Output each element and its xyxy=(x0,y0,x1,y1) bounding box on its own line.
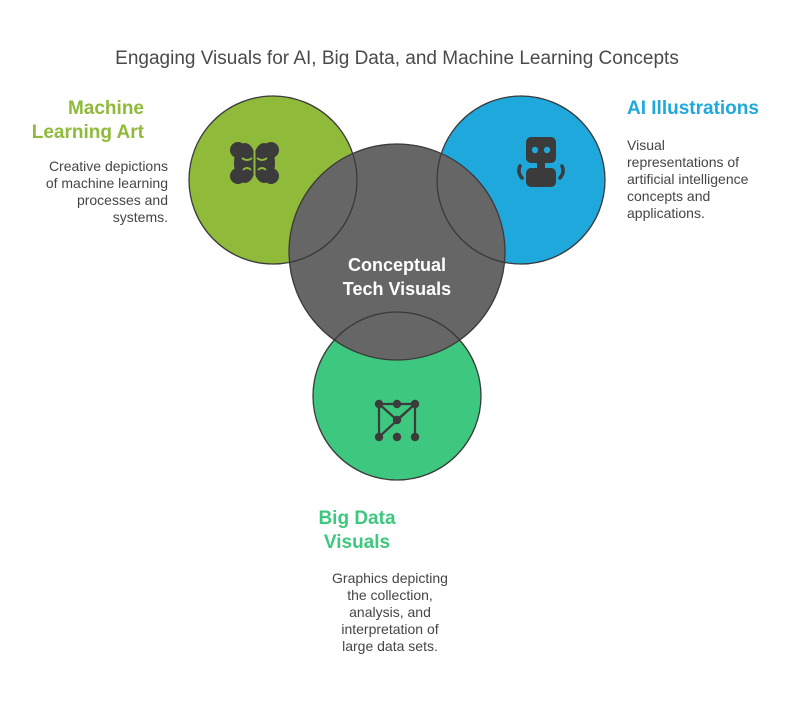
brain-icon xyxy=(230,142,279,184)
big-data-heading-line2: Visuals xyxy=(323,532,391,553)
center-label: Conceptual Tech Visuals xyxy=(310,253,484,301)
desc-line: analysis, and xyxy=(349,604,431,620)
desc-line: Creative depictions xyxy=(48,158,168,174)
overlap-outlines xyxy=(188,95,606,481)
machine-learning-heading-line2: Learning Art xyxy=(31,122,144,143)
robot-icon xyxy=(517,137,565,187)
machine-learning-heading: Machine Learning Art xyxy=(20,97,144,145)
diagram-title: Engaging Visuals for AI, Big Data, and M… xyxy=(115,48,679,69)
desc-line: of machine learning xyxy=(45,175,168,191)
ai-heading: AI Illustrations xyxy=(627,97,787,121)
center-label-line1: Conceptual xyxy=(347,255,446,275)
center-label-line2: Tech Visuals xyxy=(342,279,452,299)
big-data-heading-line1: Big Data xyxy=(318,508,396,529)
desc-line: applications. xyxy=(627,205,705,221)
center-circle xyxy=(289,144,505,360)
big-data-circle xyxy=(313,312,481,480)
big-data-heading: Big Data Visuals xyxy=(300,507,414,555)
big-data-description: Graphics depicting the collection, analy… xyxy=(308,570,472,655)
desc-line: the collection, xyxy=(347,587,433,603)
ai-heading-line1: AI Illustrations xyxy=(627,98,759,119)
desc-line: systems. xyxy=(112,209,168,225)
desc-line: representations of xyxy=(627,154,740,170)
desc-line: Graphics depicting xyxy=(332,570,448,586)
desc-line: interpretation of xyxy=(341,621,439,637)
desc-line: processes and xyxy=(76,192,168,208)
desc-line: Visual xyxy=(627,137,665,153)
machine-learning-description: Creative depictions of machine learning … xyxy=(20,158,168,226)
machine-learning-heading-line1: Machine xyxy=(67,98,144,119)
desc-line: artificial intelligence xyxy=(627,171,749,187)
network-icon xyxy=(374,399,420,442)
ai-description: Visual representations of artificial int… xyxy=(627,137,787,222)
desc-line: large data sets. xyxy=(342,638,438,654)
desc-line: concepts and xyxy=(627,188,711,204)
